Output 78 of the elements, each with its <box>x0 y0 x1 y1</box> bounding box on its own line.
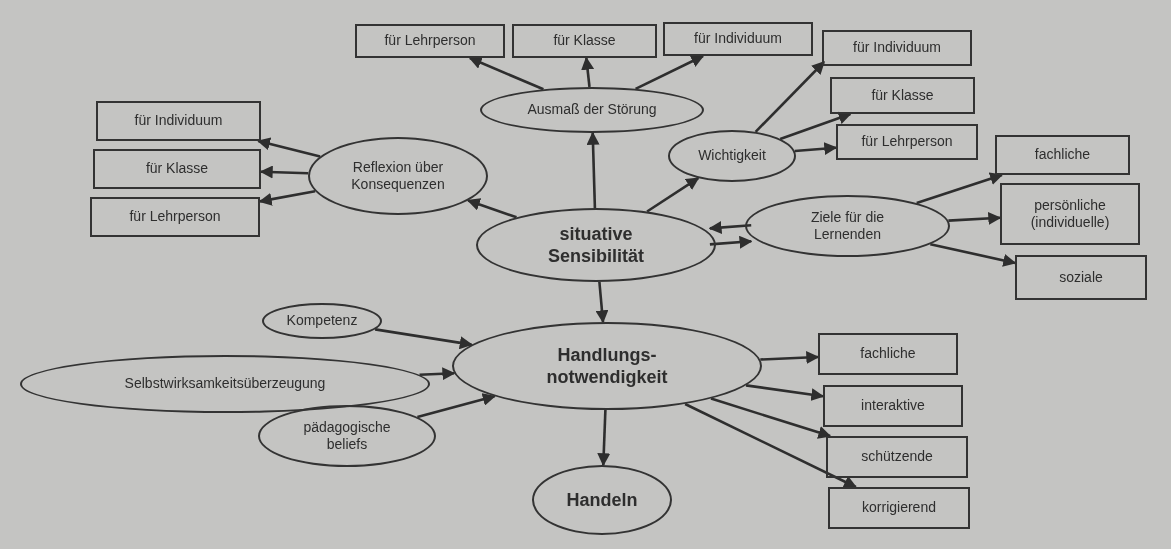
node-label: Ziele für die Lernenden <box>809 208 886 244</box>
node-label: interaktive <box>860 397 926 415</box>
arrow <box>930 243 1017 267</box>
node-label: Kompetenz <box>285 312 359 330</box>
arrow <box>374 328 473 350</box>
arrow <box>646 177 700 213</box>
arrow <box>581 56 595 88</box>
arrow <box>597 409 611 467</box>
arrow <box>259 165 309 179</box>
node-label: Handeln <box>565 488 639 512</box>
ellipse-node <box>452 322 762 410</box>
node-label: für Lehrperson <box>128 208 222 226</box>
node-label: für Klasse <box>552 32 617 50</box>
node-label: für Individuum <box>693 30 783 48</box>
arrow <box>419 367 456 381</box>
ellipse-node <box>480 87 704 133</box>
node-label: persönliche (individuelle) <box>1029 196 1111 232</box>
box-node <box>96 101 261 141</box>
ellipse-node <box>745 195 950 257</box>
box-node <box>826 436 968 478</box>
arrow <box>709 235 753 249</box>
node-label: soziale <box>1058 268 1104 287</box>
box-node <box>828 487 970 529</box>
arrow <box>586 131 600 209</box>
arrow <box>916 172 1004 205</box>
box-node <box>822 30 972 66</box>
ellipse-node <box>258 405 436 467</box>
box-node <box>1015 255 1147 300</box>
arrow <box>745 384 825 401</box>
node-label: fachliche <box>1033 146 1092 164</box>
box-node <box>512 24 657 58</box>
node-label: Selbstwirksamkeitsüberzeugung <box>123 375 327 393</box>
node-label: für Klasse <box>870 86 935 105</box>
node-label: für Individuum <box>133 112 224 130</box>
node-label: für Lehrperson <box>860 133 954 151</box>
box-node <box>836 124 978 160</box>
node-label: situative Sensibilität <box>547 222 645 268</box>
box-node <box>995 135 1130 175</box>
node-label: Handlungs- notwendigkeit <box>545 343 669 389</box>
box-node <box>823 385 963 427</box>
arrow <box>710 397 832 439</box>
arrow <box>754 61 825 133</box>
arrow <box>779 111 852 141</box>
ellipse-node <box>532 465 672 535</box>
box-node <box>93 149 261 189</box>
ellipse-node <box>476 208 716 282</box>
node-label: Ausmaß der Störung <box>526 101 658 119</box>
arrow <box>635 54 705 90</box>
node-label: pädagogische beliefs <box>302 418 392 454</box>
arrow <box>257 137 321 158</box>
ellipse-node <box>308 137 488 215</box>
node-label: für Individuum <box>852 39 942 57</box>
box-node <box>830 77 975 114</box>
box-node <box>663 22 813 56</box>
arrow <box>595 281 609 324</box>
box-node <box>355 24 505 58</box>
arrow <box>258 189 316 206</box>
node-label: für Klasse <box>144 160 210 178</box>
ellipse-node <box>262 303 382 339</box>
arrow <box>794 142 838 156</box>
ellipse-node <box>668 130 796 182</box>
arrow <box>417 393 496 419</box>
arrow <box>466 198 517 219</box>
box-node <box>1000 183 1140 245</box>
arrow <box>708 221 752 234</box>
arrow <box>948 211 1002 225</box>
box-node <box>90 197 260 237</box>
node-label: schützende <box>860 448 934 466</box>
arrow <box>468 56 544 91</box>
node-label: für Lehrperson <box>383 32 477 50</box>
node-label: fachliche <box>859 345 917 363</box>
arrow <box>684 402 857 489</box>
node-label: Reflexion über Konsequenzen <box>350 158 446 194</box>
ellipse-node <box>20 355 430 413</box>
arrow <box>760 351 820 364</box>
node-label: Wichtigkeit <box>697 147 767 165</box>
node-label: korrigierend <box>861 499 937 517</box>
box-node <box>818 333 958 375</box>
